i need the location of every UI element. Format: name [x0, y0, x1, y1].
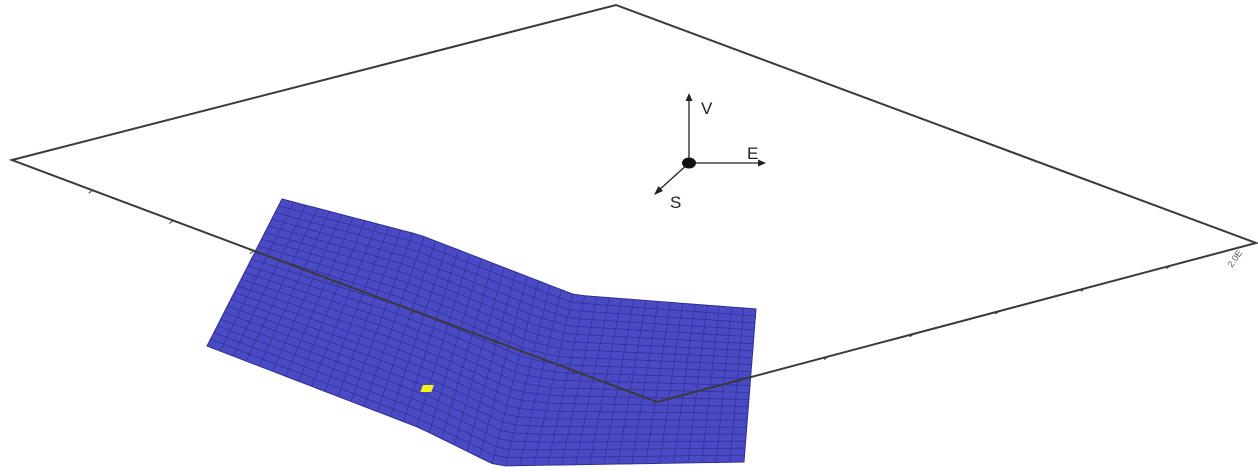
- mesh-column-line: [259, 211, 330, 367]
- mesh-column-line: [466, 271, 516, 452]
- plane-tick-marks: [88, 189, 1171, 383]
- mesh-column-line: [232, 205, 307, 357]
- up-axis-label: V: [701, 99, 713, 118]
- mesh-column-line: [687, 305, 708, 463]
- plane-tick: [410, 310, 416, 315]
- mesh-column-line: [519, 289, 562, 466]
- mesh-column-line: [389, 245, 448, 417]
- plane-tick: [909, 333, 915, 338]
- plane-tick: [738, 378, 743, 383]
- orientation-triad: V E S: [654, 93, 766, 212]
- fault-surface-fill: [206, 198, 757, 467]
- mesh-column-line: [441, 263, 494, 439]
- south-axis-label: S: [670, 193, 681, 212]
- plane-tick: [88, 189, 93, 194]
- mesh-column-line: [575, 297, 610, 465]
- mesh-column-line: [350, 232, 413, 402]
- plane-tick: [330, 280, 335, 285]
- mesh-column-line: [272, 214, 342, 372]
- mesh-column-line: [631, 301, 659, 464]
- mesh-column-line: [403, 249, 459, 422]
- plane-tick: [168, 220, 174, 224]
- plane-tick: [994, 310, 1000, 315]
- mesh-column-line: [245, 208, 318, 362]
- mesh-column-line: [219, 201, 295, 352]
- mesh-column-line: [454, 267, 505, 446]
- mesh-column-line: [298, 220, 366, 382]
- mesh-column-line: [324, 226, 390, 392]
- mesh-column-line: [491, 280, 539, 464]
- mesh-column-line: [416, 254, 471, 427]
- mesh-column-line: [505, 285, 551, 466]
- south-axis-line: [657, 162, 690, 192]
- plane-tick: [1080, 288, 1086, 292]
- mesh-column-line: [617, 300, 647, 465]
- south-arrowhead-icon: [654, 186, 663, 195]
- mesh-column-line: [311, 223, 378, 387]
- mesh-column-line: [285, 217, 354, 377]
- mesh-column-line: [428, 258, 482, 433]
- east-arrowhead-icon: [758, 159, 766, 167]
- mesh-column-line: [701, 306, 720, 463]
- highlighted-patch: [420, 385, 434, 392]
- ground-plane-outline: [8, 3, 1258, 404]
- mesh-column-line: [547, 295, 586, 466]
- mesh-column-line: [337, 229, 401, 397]
- plane-tick: [249, 250, 255, 255]
- east-axis-label: E: [747, 144, 758, 163]
- mesh-column-line: [603, 299, 635, 465]
- mesh-column-line: [561, 296, 598, 466]
- mesh-column-line: [533, 294, 574, 466]
- mesh-column-line: [645, 302, 671, 464]
- fault-surface-mesh: [206, 198, 757, 467]
- plane-tick: [823, 356, 829, 360]
- mesh-column-line: [363, 236, 425, 407]
- mesh-column-line: [659, 303, 684, 464]
- plane-tick: [572, 371, 577, 376]
- plane-tick: [1166, 265, 1171, 270]
- mesh-column-line: [729, 308, 745, 463]
- mesh-column-line: [376, 240, 436, 412]
- mesh-column-line: [479, 276, 528, 458]
- origin-dot-icon: [682, 157, 696, 169]
- plane-tick: [491, 341, 497, 345]
- mesh-column-line: [589, 298, 622, 465]
- up-arrowhead-icon: [685, 93, 693, 101]
- mesh-column-line: [673, 304, 696, 464]
